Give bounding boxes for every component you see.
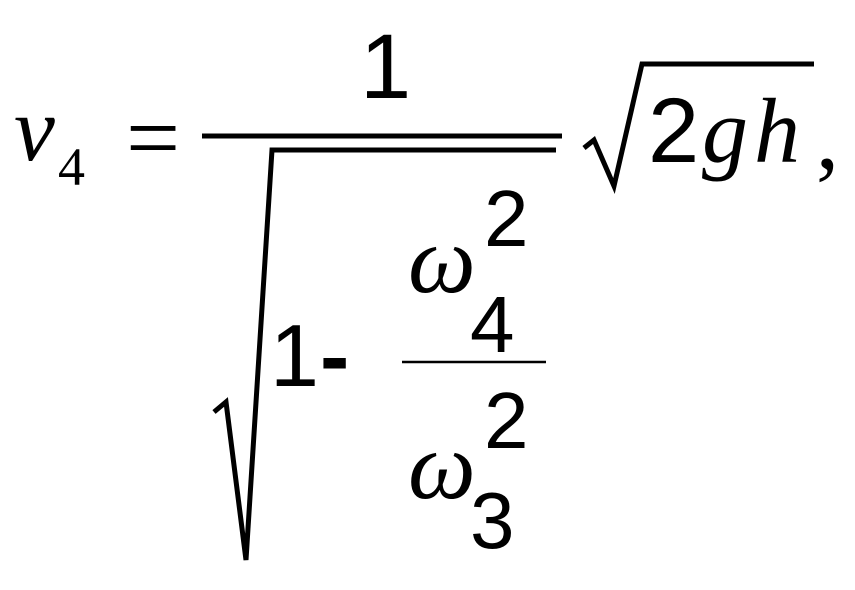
- equals-sign: =: [126, 84, 180, 191]
- radicand-g: g: [702, 80, 748, 182]
- inner-numerator-superscript: 2: [484, 174, 529, 263]
- lhs-variable: v: [14, 78, 55, 180]
- radicand-one: 1: [270, 306, 319, 405]
- denominator-radical-sign: [212, 147, 556, 561]
- inner-numerator-symbol: ω: [408, 206, 476, 313]
- inner-numerator-subscript: 4: [470, 280, 515, 369]
- main-numerator: 1: [360, 16, 411, 118]
- radicand-two: 2: [648, 80, 699, 182]
- inner-denominator-symbol: ω: [408, 412, 476, 519]
- lhs-subscript: 4: [58, 137, 85, 197]
- outer-radical-sign: [582, 61, 814, 194]
- radicand-minus: -: [320, 306, 349, 405]
- radicand-h: h: [754, 80, 800, 182]
- inner-denominator-subscript: 3: [470, 476, 515, 565]
- trailing-comma: ,: [816, 86, 839, 188]
- inner-denominator-superscript: 2: [484, 376, 529, 465]
